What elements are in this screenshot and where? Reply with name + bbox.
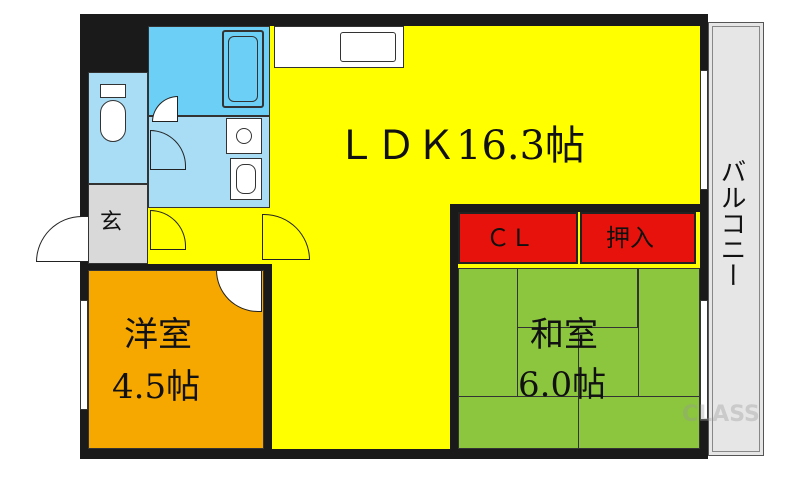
entrance-door-icon [36, 216, 88, 262]
outer-wall-right [700, 14, 708, 459]
western-room-wall-top [80, 264, 270, 270]
oshiire-label: 押入 [606, 224, 654, 252]
ldk-label: ＬＤＫ16.3帖 [336, 123, 586, 169]
wash-basin-bowl-icon [236, 164, 256, 194]
oshiire-closet [580, 212, 696, 264]
pipe-shaft-top-left [80, 14, 148, 72]
bathtub-inner-icon [228, 36, 258, 102]
balcony-inner [712, 26, 760, 452]
outer-wall-bottom [80, 449, 708, 459]
watermark-logo: CLASS [682, 402, 760, 427]
window-japanese-right [700, 300, 708, 420]
balcony [708, 22, 764, 456]
balcony-label: バルコニー [716, 158, 746, 288]
closet-label: ＣＬ [486, 224, 534, 252]
western-room-size: 4.5帖 [112, 367, 201, 407]
tatami-line-5 [638, 268, 639, 396]
entrance-label: 玄 [100, 210, 123, 235]
closet [458, 212, 578, 264]
toilet-bowl-icon [100, 100, 126, 142]
outer-wall-top [80, 14, 708, 26]
tatami-line-3 [458, 396, 700, 397]
western-room-wall-right [264, 264, 272, 449]
tatami-line-1 [458, 268, 518, 396]
japanese-room-wall-left [450, 204, 458, 449]
western-room-name: 洋室 [124, 315, 192, 355]
tatami-line-2 [518, 268, 638, 328]
tatami-line-4 [578, 328, 579, 449]
window-ldk-right [700, 70, 708, 190]
kitchen-sink-icon [340, 32, 396, 62]
toilet-tank-icon [100, 84, 126, 98]
japanese-room-name: 和室 [530, 315, 598, 355]
japanese-room-size: 6.0帖 [518, 365, 607, 405]
japanese-room [458, 268, 700, 449]
japanese-room-wall-top [450, 204, 700, 212]
entrance [88, 184, 148, 264]
washing-machine-drum-icon [236, 128, 252, 144]
window-western-left [80, 300, 88, 410]
